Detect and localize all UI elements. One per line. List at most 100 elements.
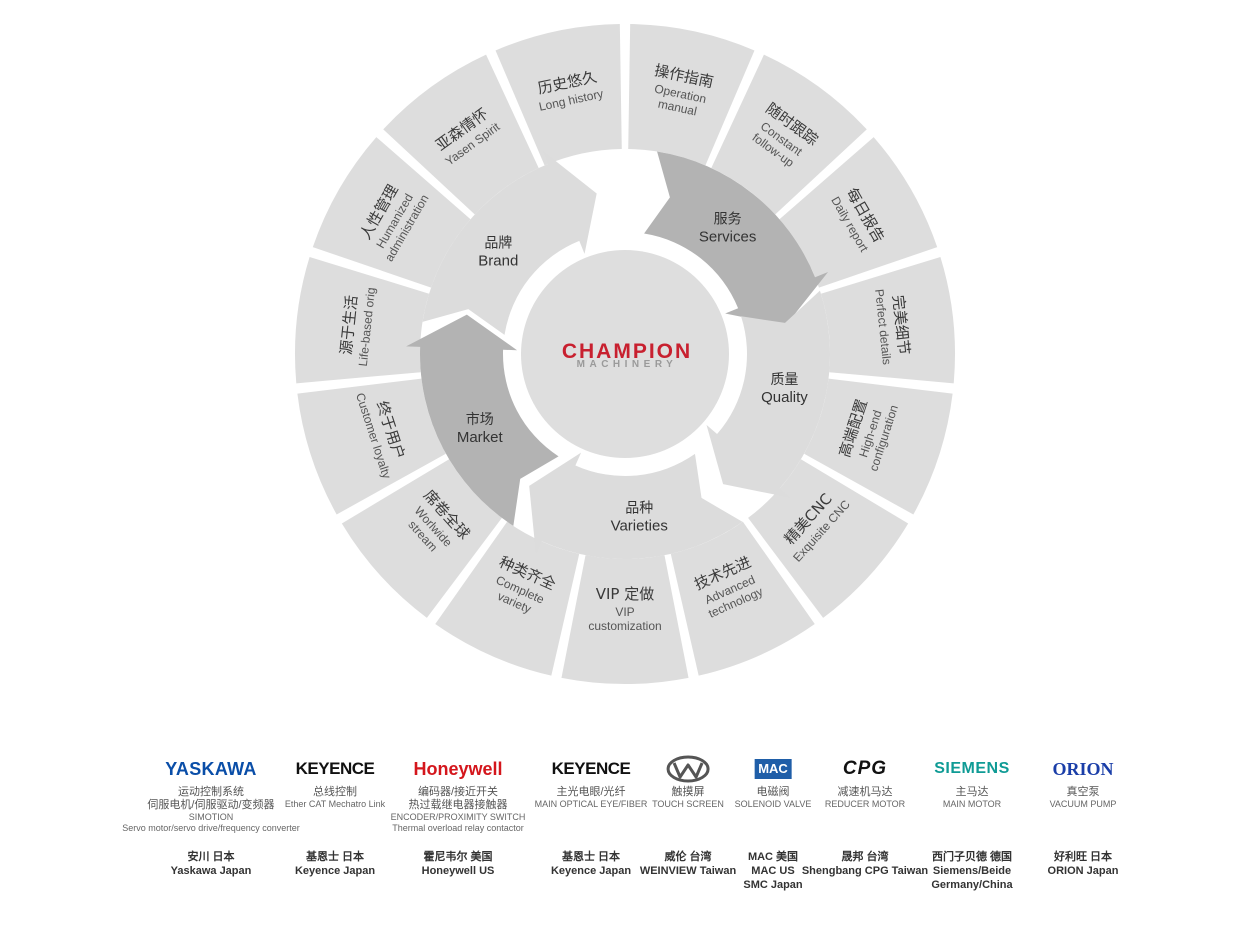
brand-origin-line: Keyence Japan bbox=[294, 865, 376, 877]
brand-description: 减速机马达 bbox=[837, 786, 893, 798]
brand-description: 编码器/接近开关 bbox=[417, 786, 499, 798]
inner-arrow-segment bbox=[706, 290, 830, 498]
brand-origin-line: Siemens/Beide bbox=[932, 865, 1012, 877]
machinery-logo-text: MACHINERY bbox=[577, 359, 678, 370]
center-hub: CHAMPION MACHINERY bbox=[521, 250, 729, 458]
brand-description: 伺服电机/伺服驱动/变频器 bbox=[147, 799, 275, 811]
brand-origin-line: WEINVIEW Taiwan bbox=[639, 865, 737, 877]
brand-logo-honeywell: Honeywell bbox=[413, 759, 503, 779]
brand-origin-line: Shengbang CPG Taiwan bbox=[801, 865, 929, 877]
outer-segment bbox=[820, 256, 955, 384]
brand-description: 电磁阀 bbox=[756, 786, 790, 798]
inner-segment-en: Varieties bbox=[611, 517, 668, 534]
outer-segment-en: VIP bbox=[615, 605, 634, 619]
brand-origin-line: Keyence Japan bbox=[550, 865, 632, 877]
brand-origin-line: 好利旺 日本 bbox=[1053, 851, 1113, 863]
inner-segment-cn: 服务 bbox=[714, 211, 742, 227]
weinview-logo-icon bbox=[652, 752, 724, 786]
inner-segment-cn: 品种 bbox=[625, 500, 653, 516]
outer-segment bbox=[711, 54, 867, 215]
outer-segment bbox=[561, 555, 689, 684]
champion-logo-text: CHAMPION bbox=[562, 340, 692, 363]
outer-segment bbox=[435, 521, 580, 676]
inner-segment-cn: 市场 bbox=[466, 411, 494, 428]
brand-origin-line: ORION Japan bbox=[1047, 865, 1119, 877]
brand-logo-siemens: SIEMENS bbox=[934, 760, 1010, 777]
inner-ring: 品牌Brand服务Services质量Quality品种Varieties市场M… bbox=[406, 150, 830, 559]
brand-origin-line: MAC 美国 bbox=[747, 851, 799, 863]
brand-description-en: Ether CAT Mechatro Link bbox=[284, 799, 386, 809]
brand-origin-line: MAC US bbox=[751, 865, 795, 877]
brand-origin: MAC 美国 MAC US SMC Japan bbox=[743, 850, 802, 892]
outer-segment bbox=[295, 256, 430, 384]
outer-segment bbox=[804, 378, 953, 515]
brand-origin-line: 晟邦 台湾 bbox=[841, 851, 889, 863]
brand-description: 主马达 bbox=[955, 786, 989, 798]
brand-description: 主光电眼/光纤 bbox=[556, 786, 626, 798]
outer-segment bbox=[341, 459, 502, 618]
brand-logo-orion: ORION bbox=[1052, 759, 1114, 779]
brand-description-en: MAIN OPTICAL EYE/FIBER bbox=[534, 799, 648, 809]
brand-logo-mac: MAC bbox=[735, 752, 812, 786]
outer-segment bbox=[748, 459, 909, 618]
brand-description-en: Servo motor/servo drive/frequency conver… bbox=[122, 823, 300, 833]
brand-description-en: VACUUM PUMP bbox=[1049, 799, 1117, 809]
outer-segment bbox=[779, 137, 938, 288]
inner-segment-cn: 品牌 bbox=[484, 234, 512, 251]
brand-description-en: TOUCH SCREEN bbox=[652, 799, 724, 809]
brand-description-en: SOLENOID VALVE bbox=[734, 799, 812, 809]
outer-segment-en: customization bbox=[588, 619, 661, 633]
inner-segment-en: Brand bbox=[478, 252, 518, 269]
brand-logo-keyence: KEYENCE bbox=[295, 759, 375, 778]
outer-segment bbox=[297, 378, 446, 515]
brand-description: 总线控制 bbox=[313, 786, 357, 798]
brand-description-en: SIMOTION bbox=[188, 812, 234, 822]
outer-segment bbox=[495, 24, 622, 166]
inner-segment-en: Services bbox=[699, 228, 757, 245]
inner-segment-cn: 质量 bbox=[770, 372, 798, 388]
inner-arrow-segment bbox=[644, 151, 829, 326]
brand-origin-line: 安川 日本 bbox=[187, 851, 235, 863]
brand-origin-line: SMC Japan bbox=[743, 879, 803, 891]
inner-segment-en: Market bbox=[457, 429, 504, 446]
outer-segment bbox=[312, 137, 471, 288]
brand-description: 热过载继电器接触器 bbox=[408, 799, 508, 811]
inner-arrow-segment bbox=[422, 150, 597, 335]
brand-origin-line: 基恩士 日本 bbox=[561, 851, 621, 863]
inner-arrow-segment bbox=[406, 314, 559, 526]
brand-origin-line: Germany/China bbox=[931, 879, 1013, 891]
brand-logo-yaskawa: YASKAWA bbox=[165, 759, 257, 779]
brand-description-en: REDUCER MOTOR bbox=[824, 799, 906, 809]
brand-description: 真空泵 bbox=[1066, 786, 1100, 798]
brand-origin-line: 西门子贝德 德国 bbox=[931, 851, 1013, 863]
brand-origin-line: Yaskawa Japan bbox=[170, 865, 252, 877]
brand-origin-line: 霍尼韦尔 美国 bbox=[423, 851, 493, 863]
brand-description: 触摸屏 bbox=[671, 786, 705, 798]
brand-logo-keyence: KEYENCE bbox=[551, 759, 631, 778]
brand-origin: 好利旺 日本 ORION Japan bbox=[1048, 850, 1119, 878]
outer-segment-cn: VIP 定做 bbox=[596, 585, 655, 603]
brand-description-en: MAIN MOTOR bbox=[942, 799, 1002, 809]
center-circle bbox=[521, 250, 729, 458]
brand-origin: 安川 日本 Yaskawa Japan bbox=[171, 850, 252, 878]
brand-description-en: Thermal overload relay contactor bbox=[392, 823, 524, 833]
outer-segment bbox=[383, 54, 539, 215]
